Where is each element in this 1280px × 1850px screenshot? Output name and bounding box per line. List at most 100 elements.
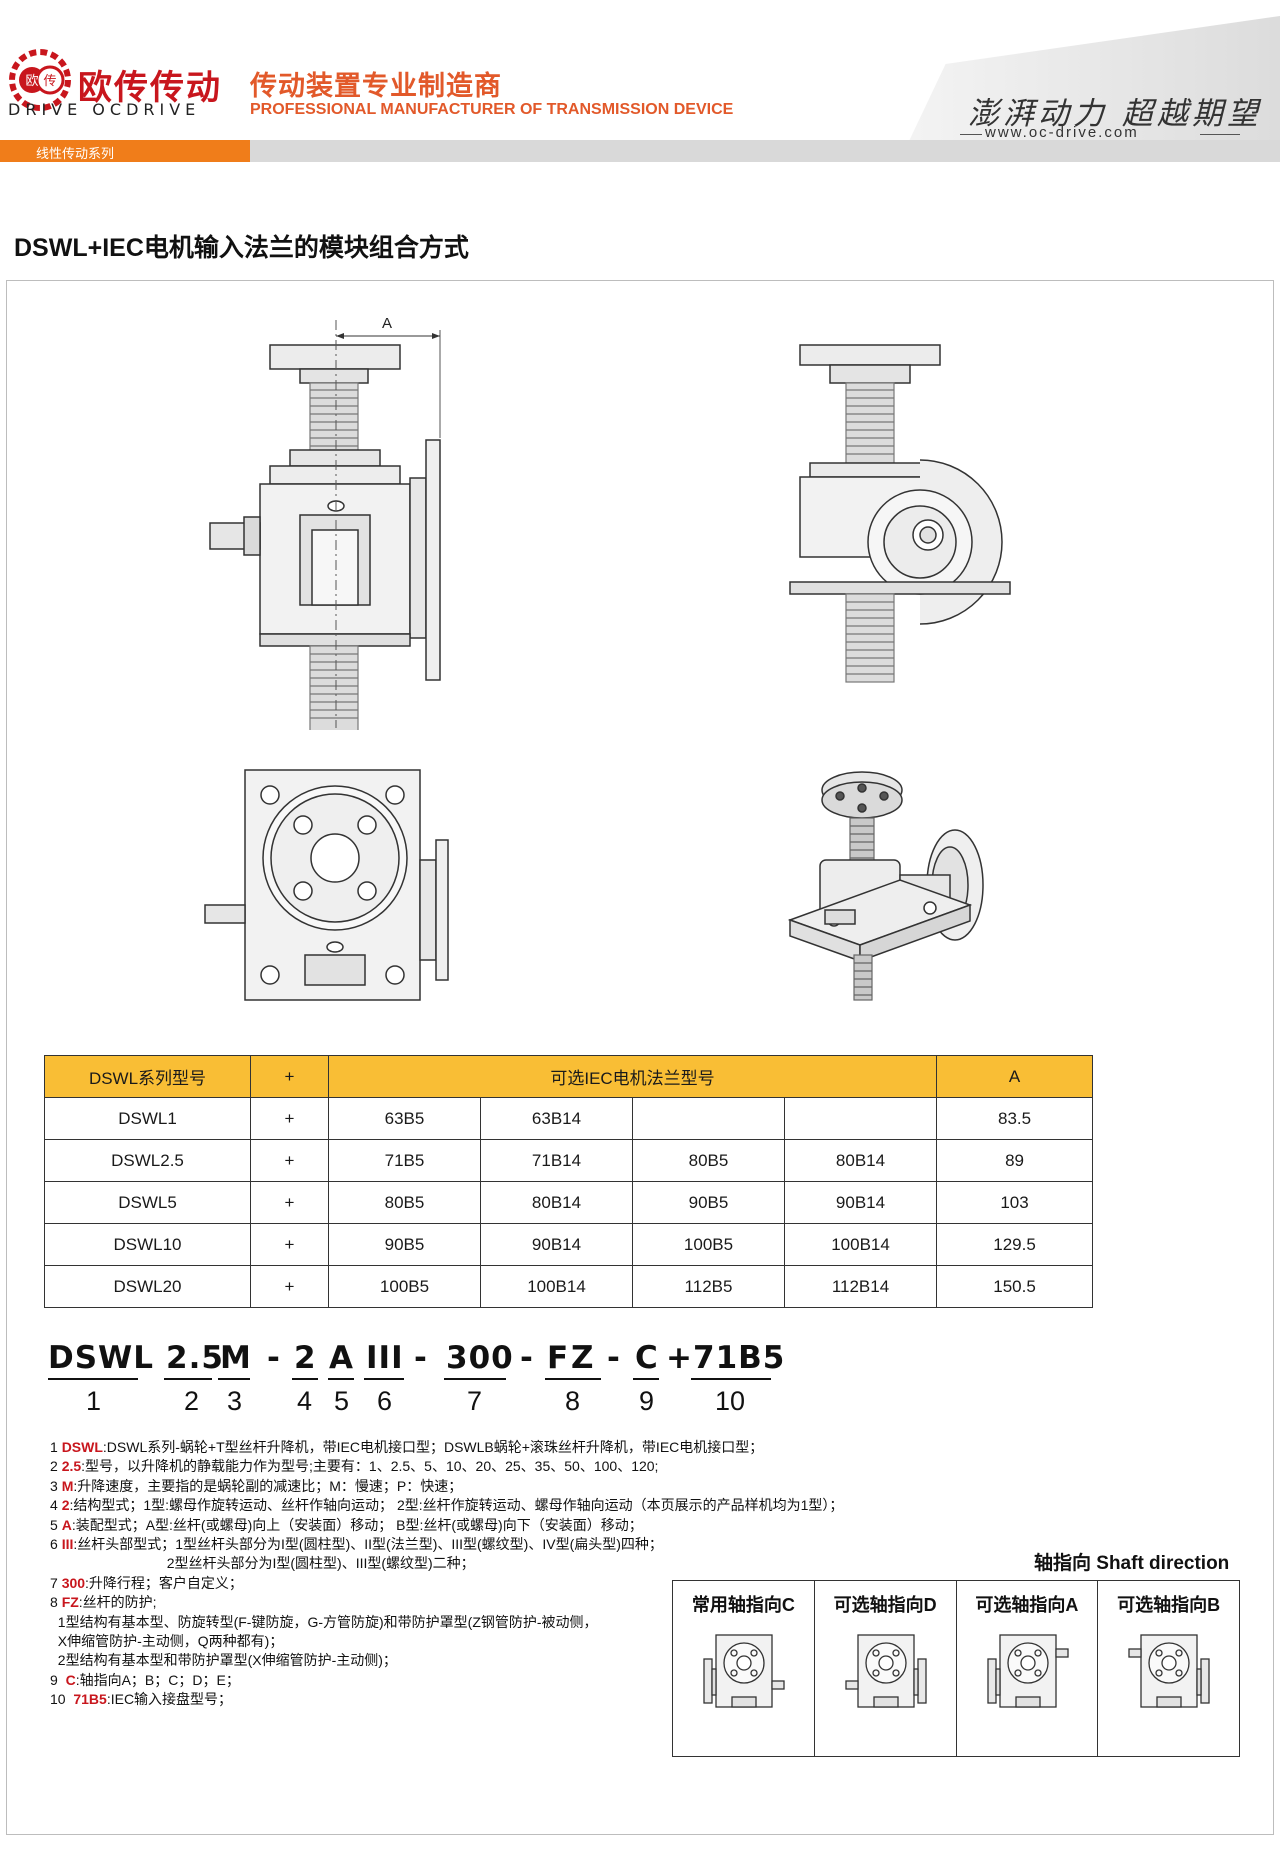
cell-flange: 100B5 — [632, 1223, 785, 1266]
cell-flange: 63B14 — [480, 1097, 633, 1140]
note-line: 5 A:装配型式；A型:丝杆(或螺母)向上（安装面）移动； B型:丝杆(或螺母)… — [50, 1516, 643, 1533]
code-number: 2 — [184, 1386, 200, 1416]
code-part: - — [414, 1340, 428, 1376]
cell-flange: 80B5 — [632, 1139, 785, 1182]
code-part: 71B5 — [693, 1340, 786, 1376]
jack-isometric-drawing — [787, 771, 984, 1001]
code-number: 9 — [639, 1386, 655, 1416]
code-number: 4 — [297, 1386, 313, 1416]
model-code-notes: 1 DSWL:DSWL系列-蜗轮+T型丝杆升降机，带IEC电机接口型；DSWLB… — [50, 1438, 930, 1709]
tagline-cn: 传动装置专业制造商 — [250, 71, 502, 101]
shaft-option[interactable]: 常用轴指向C — [673, 1581, 815, 1756]
cell-a: 103 — [936, 1181, 1094, 1224]
code-underline — [292, 1378, 318, 1380]
logo-mark-char: 传 — [43, 74, 56, 89]
note-line: 6 III:丝杆头部型式；1型丝杆头部分为I型(圆柱型)、II型(法兰型)、II… — [50, 1535, 663, 1552]
slogan: 澎湃动力 超越期望 — [968, 96, 1262, 132]
cell-model: DSWL2.5 — [44, 1139, 251, 1182]
table-row: DSWL20 + 100B5 100B14 112B5 112B14 150.5 — [44, 1265, 1094, 1308]
cell-flange — [783, 1097, 938, 1140]
cell-flange: 80B14 — [783, 1139, 938, 1182]
cell-a: 83.5 — [936, 1097, 1094, 1140]
content-frame — [6, 280, 1274, 1835]
note-line: 4 2:结构型式；1型:螺母作旋转运动、丝杆作轴向运动； 2型:丝杆作旋转运动、… — [50, 1497, 844, 1514]
shaft-option[interactable]: 可选轴指向D — [815, 1581, 957, 1756]
shaft-direction-title: 轴指向 Shaft direction — [1034, 1553, 1230, 1574]
shaft-direction-icon — [845, 1634, 927, 1708]
shaft-option-label: 常用轴指向C — [691, 1595, 795, 1615]
shaft-direction-icon — [986, 1634, 1069, 1708]
note-line: 7 300:升降行程；客户自定义； — [50, 1574, 243, 1591]
code-part: - — [607, 1340, 621, 1376]
website-link[interactable]: www.oc-drive.com — [985, 124, 1139, 141]
code-underline — [48, 1378, 138, 1380]
header-model: DSWL系列型号 — [44, 1055, 251, 1098]
code-number: 5 — [334, 1386, 350, 1416]
code-part: - — [520, 1340, 534, 1376]
divider — [960, 134, 982, 135]
gear-logo-icon: 欧 传 — [9, 49, 71, 111]
logo-mark-char: 欧 — [25, 74, 38, 89]
cell-model: DSWL10 — [44, 1223, 251, 1266]
code-number: 1 — [86, 1386, 102, 1416]
code-part: C — [635, 1340, 659, 1376]
cell-flange: 112B14 — [783, 1265, 938, 1308]
cell-model: DSWL5 — [44, 1181, 251, 1224]
page-header: 欧 传 欧传传动 DRIVE OCDRIVE 传动装置专业制造商 PROFESS… — [0, 0, 1280, 168]
note-line: 1 DSWL:DSWL系列-蜗轮+T型丝杆升降机，带IEC电机接口型；DSWLB… — [50, 1439, 764, 1455]
shaft-option-label: 可选轴指向A — [975, 1595, 1079, 1615]
cell-flange: 71B5 — [328, 1139, 481, 1182]
cell-model: DSWL20 — [44, 1265, 251, 1308]
note-line: 1型结构有基本型、防旋转型(F-键防旋，G-方管防旋)和带防护罩型(Z钢管防护-… — [50, 1613, 598, 1630]
shaft-direction-icon — [703, 1634, 785, 1708]
code-number: 8 — [565, 1386, 581, 1416]
jack-side-view-drawing — [789, 344, 1011, 683]
shaft-option-label: 可选轴指向D — [833, 1595, 937, 1615]
code-part: 300 — [446, 1340, 514, 1376]
note-line: 2 2.5:型号，以升降机的静载能力作为型号;主要有：1、2.5、5、10、20… — [50, 1458, 659, 1475]
cell-flange: 80B14 — [480, 1181, 633, 1224]
code-part: A — [329, 1340, 354, 1376]
jack-front-view-drawing: A — [209, 315, 441, 730]
cell-flange: 112B5 — [632, 1265, 785, 1308]
cell-flange: 90B14 — [783, 1181, 938, 1224]
shaft-option[interactable]: 可选轴指向B — [1098, 1581, 1239, 1756]
code-underline — [444, 1378, 506, 1380]
code-part: F — [547, 1340, 570, 1376]
dimension-a-label: A — [382, 315, 392, 332]
code-number: 10 — [715, 1386, 746, 1416]
shaft-direction-icon — [1128, 1634, 1210, 1708]
code-underline — [164, 1378, 212, 1380]
note-line: 2型结构有基本型和带防护罩型(X伸缩管防护-主动侧)； — [50, 1652, 397, 1669]
code-part: M — [220, 1340, 252, 1376]
code-number: 6 — [377, 1386, 393, 1416]
table-row: DSWL2.5 + 71B5 71B14 80B5 80B14 89 — [44, 1139, 1094, 1182]
header-plus: + — [250, 1055, 329, 1098]
code-underline — [328, 1378, 354, 1380]
code-underline — [364, 1378, 404, 1380]
code-number: 3 — [227, 1386, 243, 1416]
cell-plus: + — [250, 1181, 329, 1224]
shaft-option[interactable]: 可选轴指向A — [957, 1581, 1099, 1756]
cell-a: 129.5 — [936, 1223, 1094, 1266]
table-row: DSWL5 + 80B5 80B14 90B5 90B14 103 — [44, 1181, 1094, 1224]
code-underline — [545, 1378, 601, 1380]
code-number: 7 — [467, 1386, 483, 1416]
series-tab[interactable]: 线性传动系列 — [0, 140, 250, 162]
cell-a: 89 — [936, 1139, 1094, 1182]
screw-threads — [309, 382, 359, 462]
note-line: X伸缩管防护-主动侧，Q两种都有)； — [50, 1632, 284, 1649]
brand-name-en: DRIVE OCDRIVE — [8, 100, 201, 119]
brand-name-cn: 欧传传动 — [78, 69, 222, 107]
jack-top-view-drawing — [204, 769, 449, 1001]
cell-flange: 90B14 — [480, 1223, 633, 1266]
shaft-option-label: 可选轴指向B — [1117, 1595, 1221, 1615]
cell-flange: 100B14 — [783, 1223, 938, 1266]
header-flange: 可选IEC电机法兰型号 — [327, 1055, 938, 1098]
note-line: 2型丝杆头部分为I型(圆柱型)、III型(螺纹型)二种； — [50, 1555, 475, 1572]
cell-a: 150.5 — [936, 1265, 1094, 1308]
cell-flange: 100B14 — [480, 1265, 633, 1308]
code-part: 2 — [294, 1340, 317, 1376]
cell-flange — [632, 1097, 785, 1140]
cell-plus: + — [250, 1139, 329, 1182]
